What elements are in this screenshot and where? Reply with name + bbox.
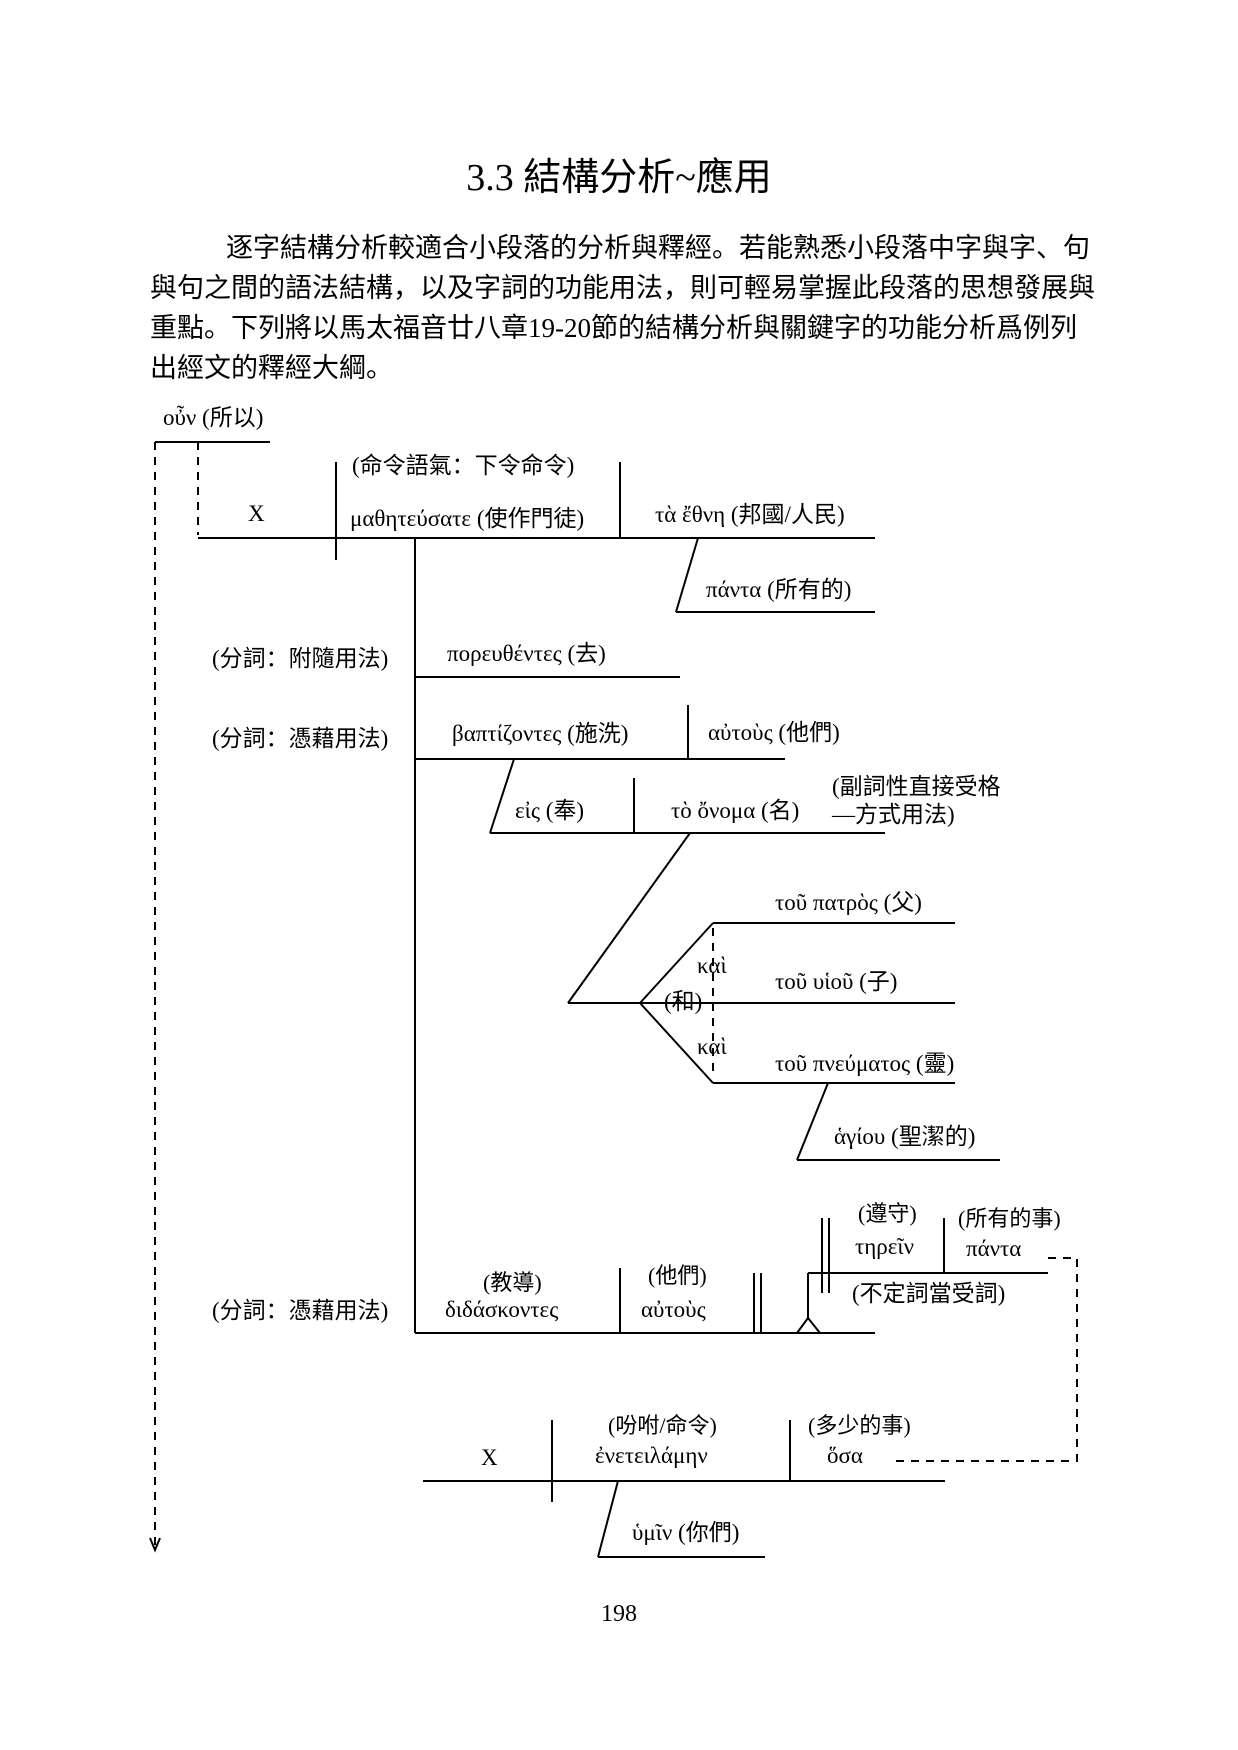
oun-label: οὖν (所以) xyxy=(163,405,264,430)
onoma-connector xyxy=(567,832,691,1004)
to-onoma-label: τὸ ὄνομα (名) xyxy=(671,798,800,823)
autous-2-label: αὐτοὺς xyxy=(641,1297,706,1322)
ta-ethne-label: τὰ ἔθνη (邦國/人民) xyxy=(655,502,845,527)
hosa-label: ὅσα xyxy=(827,1443,863,1468)
participle-3-label: (分詞：憑藉用法) xyxy=(212,1298,389,1323)
hagiou-label: ἁγίου (聖潔的) xyxy=(834,1124,976,1149)
kai-2-label: καὶ xyxy=(697,1034,727,1059)
humin-label: ὑμῖν (你們) xyxy=(632,1520,740,1545)
didaskontes-label: διδάσκοντες xyxy=(445,1297,559,1322)
humin-slant xyxy=(597,1480,619,1558)
autous-1-label: αὐτοὺς (他們) xyxy=(708,720,840,745)
page-title: 3.3 結構分析~應用 xyxy=(466,157,772,199)
subject-x-2: X xyxy=(481,1445,498,1470)
tou-huiou-label: τοῦ υἱοῦ (子) xyxy=(775,969,898,994)
participle-1-label: (分詞：附隨用法) xyxy=(212,646,389,671)
page-number: 198 xyxy=(601,1601,637,1627)
mood-note: (命令語氣：下令命令) xyxy=(352,453,575,478)
infinitive-note: (不定詞當受詞) xyxy=(852,1281,1006,1306)
oun-arrowhead xyxy=(149,1537,161,1553)
terein-label: τηρεῖν xyxy=(855,1234,914,1259)
autous-2-gloss: (他們) xyxy=(648,1263,707,1288)
terein-gloss: (遵守) xyxy=(858,1201,917,1226)
panta-slant xyxy=(675,537,699,613)
eneteilamen-label: ἐνετειλάμην xyxy=(595,1443,708,1468)
didaskontes-gloss: (教導) xyxy=(483,1270,542,1295)
eneteilamen-gloss: (吩咐/命令) xyxy=(608,1413,717,1438)
tou-patros-label: τοῦ πατρὸς (父) xyxy=(775,890,922,915)
panta-2-gloss: (所有的事) xyxy=(958,1206,1061,1231)
kai-and-label: (和) xyxy=(664,989,703,1014)
baptizontes-label: βαπτίζοντες (施洗) xyxy=(452,721,629,746)
poreuthentes-label: πορευθέντες (去) xyxy=(447,641,606,666)
tou-pneumatos-label: τοῦ πνεύματος (靈) xyxy=(775,1051,955,1076)
hagiou-slant xyxy=(796,1082,829,1161)
subject-x: X xyxy=(248,501,265,526)
hosa-gloss: (多少的事) xyxy=(808,1413,911,1438)
eis-slant xyxy=(489,758,515,834)
adverbial-note-2: —方式用法) xyxy=(832,802,955,827)
branch-upper xyxy=(639,922,714,1004)
panta-1-label: πάντα (所有的) xyxy=(706,577,852,602)
matheteusate-label: μαθητεύσατε (使作門徒) xyxy=(350,506,585,531)
panta-2-label: πάντα xyxy=(966,1236,1022,1261)
kai-1-label: καὶ xyxy=(697,953,727,978)
intro-paragraph: 逐字結構分析較適合小段落的分析與釋經。若能熟悉小段落中字與字、句與句之間的語法結… xyxy=(150,233,1095,383)
adverbial-note-1: (副詞性直接受格 xyxy=(832,774,1001,799)
participle-2-label: (分詞：憑藉用法) xyxy=(212,726,389,751)
eis-label: εἰς (奉) xyxy=(515,798,585,823)
branch-lower xyxy=(639,1002,714,1084)
pedestal xyxy=(796,1316,821,1334)
